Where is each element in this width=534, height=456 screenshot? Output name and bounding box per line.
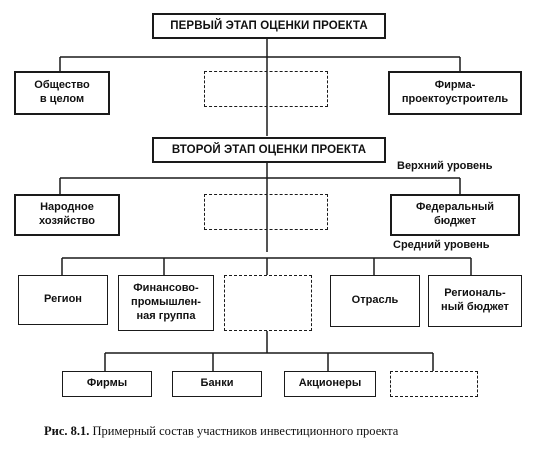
society-box: Общество в целом xyxy=(14,71,110,115)
region-box: Регион xyxy=(18,275,108,325)
stage2-title-box: ВТОРОЙ ЭТАП ОЦЕНКИ ПРОЕКТА xyxy=(152,137,386,163)
regional-budget-label: Региональ- ный бюджет xyxy=(441,287,509,313)
stage2-title: ВТОРОЙ ЭТАП ОЦЕНКИ ПРОЕКТА xyxy=(171,143,367,156)
shareholders-label: Акционеры xyxy=(298,377,362,390)
financial-industrial-group-box: Финансово- промышлен- ная группа xyxy=(118,275,214,331)
stage1-title-box: ПЕРВЫЙ ЭТАП ОЦЕНКИ ПРОЕКТА xyxy=(152,13,386,39)
federal-budget-label: Федеральный бюджет xyxy=(416,201,494,227)
banks-label: Банки xyxy=(200,377,234,390)
shareholders-box: Акционеры xyxy=(284,371,376,397)
banks-box: Банки xyxy=(172,371,262,397)
middle-level-label: Средний уровень xyxy=(393,239,490,251)
figure-number: Рис. 8.1. xyxy=(44,424,90,438)
figure-caption-text: Примерный состав участников инвестиционн… xyxy=(92,424,399,438)
region-label: Регион xyxy=(44,293,82,306)
firm-designer-label: Фирма- проектоустроитель xyxy=(401,79,509,105)
national-economy-label: Народное хозяйство xyxy=(39,201,95,227)
middle-empty-box xyxy=(224,275,312,331)
national-economy-box: Народное хозяйство xyxy=(14,194,120,236)
firm-designer-box: Фирма- проектоустроитель xyxy=(388,71,522,115)
stage1-title: ПЕРВЫЙ ЭТАП ОЦЕНКИ ПРОЕКТА xyxy=(170,19,368,32)
society-label: Общество в целом xyxy=(34,79,90,105)
federal-budget-box: Федеральный бюджет xyxy=(390,194,520,236)
figure-caption: Рис. 8.1. Примерный состав участников ин… xyxy=(44,424,398,439)
financial-industrial-group-label: Финансово- промышлен- ная группа xyxy=(131,282,201,322)
industry-box: Отрасль xyxy=(330,275,420,327)
lower-empty-box xyxy=(390,371,478,397)
upper-level-label: Верхний уровень xyxy=(397,160,493,172)
stage2-empty-box xyxy=(204,194,328,230)
regional-budget-box: Региональ- ный бюджет xyxy=(428,275,522,327)
industry-label: Отрасль xyxy=(351,294,399,307)
firms-box: Фирмы xyxy=(62,371,152,397)
stage1-empty-box xyxy=(204,71,328,107)
firms-label: Фирмы xyxy=(86,377,128,390)
